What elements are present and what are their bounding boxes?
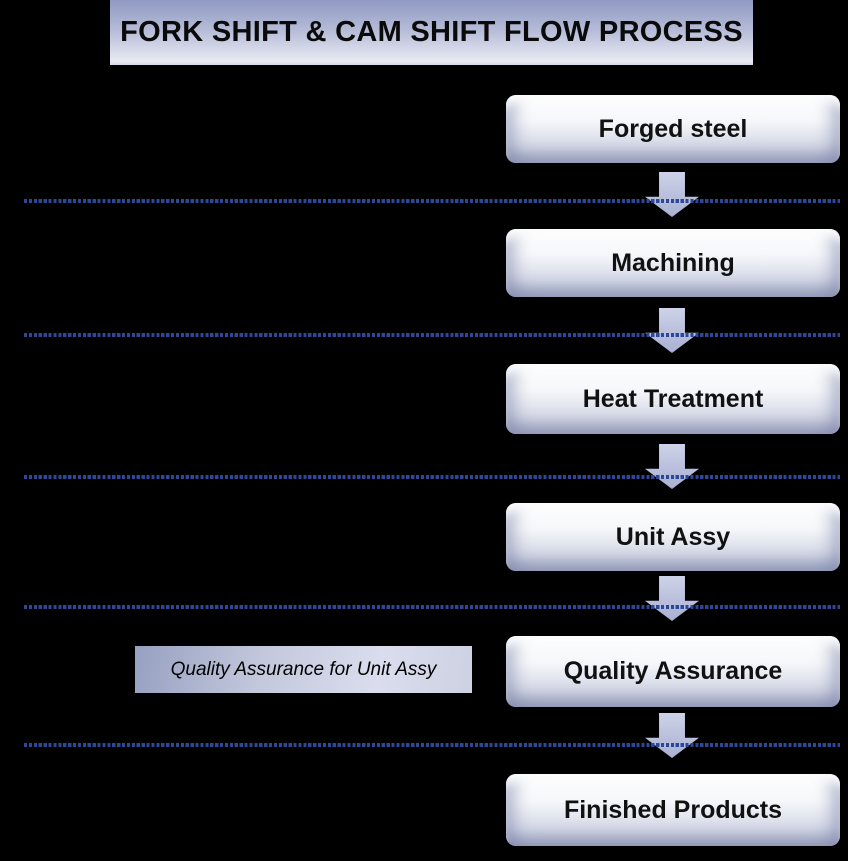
lane-divider-2	[24, 333, 840, 337]
step-box-quality-assurance: Quality Assurance	[506, 636, 840, 707]
lane-divider-3	[24, 475, 840, 479]
down-arrow-icon-5	[645, 713, 699, 758]
lane-divider-1	[24, 199, 840, 203]
step-box-finished-products: Finished Products	[506, 774, 840, 846]
step-label: Forged steel	[598, 114, 748, 143]
step-label: Heat Treatment	[582, 384, 764, 413]
step-box-unit-assy: Unit Assy	[506, 503, 840, 571]
qa-annotation-label: Quality Assurance for Unit Assy	[170, 658, 437, 680]
down-arrow-icon-1	[645, 172, 699, 217]
qa-annotation: Quality Assurance for Unit Assy	[135, 646, 472, 693]
step-label: Unit Assy	[615, 522, 731, 551]
diagram-title: FORK SHIFT & CAM SHIFT FLOW PROCESS	[120, 16, 743, 48]
step-label: Finished Products	[563, 795, 783, 824]
step-box-machining: Machining	[506, 229, 840, 297]
step-box-heat-treatment: Heat Treatment	[506, 364, 840, 434]
lane-divider-4	[24, 605, 840, 609]
down-arrow-icon-3	[645, 444, 699, 489]
step-label: Quality Assurance	[563, 657, 783, 685]
lane-divider-5	[24, 743, 840, 747]
down-arrow-icon-2	[645, 308, 699, 353]
step-box-forged-steel: Forged steel	[506, 95, 840, 163]
step-label: Machining	[611, 248, 735, 277]
diagram-title-bar: FORK SHIFT & CAM SHIFT FLOW PROCESS	[110, 0, 753, 65]
down-arrow-icon-4	[645, 576, 699, 621]
